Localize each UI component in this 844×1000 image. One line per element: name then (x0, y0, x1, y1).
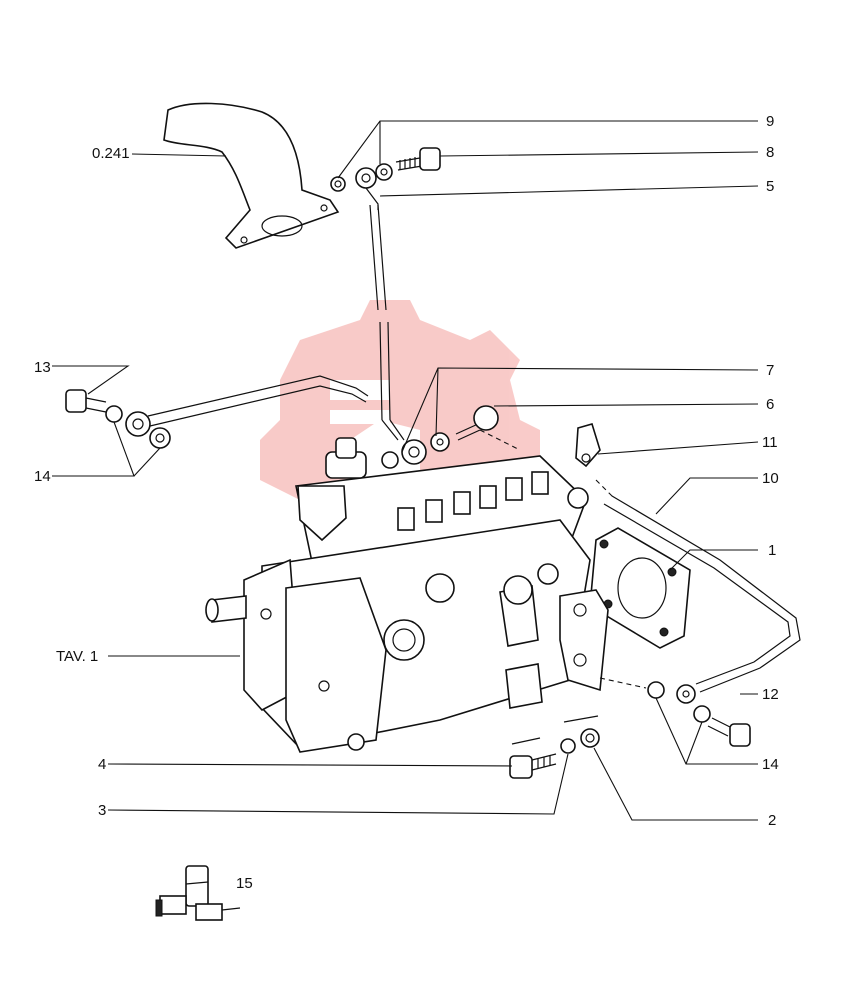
label-7: 7 (766, 362, 774, 379)
label-tav1: TAV. 1 (56, 648, 98, 665)
washer-2 (580, 728, 600, 748)
label-15: 15 (236, 875, 253, 892)
banjo-fitting-mid (381, 405, 499, 469)
label-4: 4 (98, 756, 106, 773)
label-12: 12 (762, 686, 779, 703)
label-6: 6 (766, 396, 774, 413)
label-14-right: 14 (762, 756, 779, 773)
washer-3 (560, 738, 576, 754)
clip-11 (575, 423, 601, 468)
pipe-5 (369, 204, 405, 441)
left-pipe-assembly (65, 375, 369, 449)
label-8: 8 (766, 144, 774, 161)
pipe-10 (603, 495, 801, 747)
feed-pump (499, 575, 543, 709)
label-14-left: 14 (34, 468, 51, 485)
label-0241: 0.241 (92, 145, 130, 162)
label-5: 5 (766, 178, 774, 195)
label-2: 2 (768, 812, 776, 829)
injection-pump-body (205, 437, 609, 753)
label-11: 11 (762, 434, 778, 451)
bolt-4 (509, 753, 557, 779)
part-labels: 0.241 9 8 5 7 6 11 10 13 14 1 TAV. 1 12 … (34, 113, 779, 892)
bolt-8 (395, 147, 441, 171)
label-9: 9 (766, 113, 774, 130)
elbow-pipe-part (163, 102, 340, 249)
leader-lines (52, 120, 759, 821)
label-3: 3 (98, 802, 106, 819)
banjo-fitting-top (330, 163, 393, 210)
label-1: 1 (768, 542, 776, 559)
label-13: 13 (34, 359, 51, 376)
delivery-valves (397, 471, 589, 531)
label-10: 10 (762, 470, 779, 487)
seal-kit-15 (155, 865, 241, 921)
